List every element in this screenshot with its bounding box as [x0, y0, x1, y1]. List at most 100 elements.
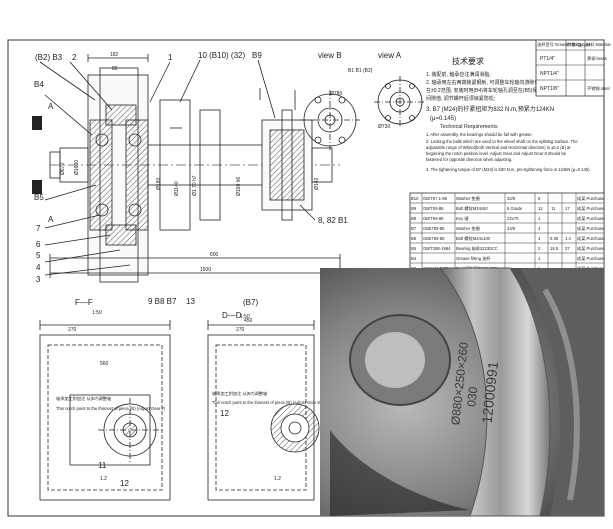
view-b-callout: B1 B1 (B2) [348, 68, 373, 74]
table-header: 数量 Qty. [567, 41, 584, 48]
callout-label: 6 [36, 240, 41, 249]
callout-label: 2 [72, 53, 77, 62]
callout-label: (B2) B3 [35, 53, 63, 62]
callout-label: 12 [120, 479, 129, 488]
dimension-label: Ø142 [314, 178, 320, 190]
table-cell: B5 [411, 246, 417, 251]
table-cell: B6 [411, 236, 417, 241]
callout-label: A [48, 102, 54, 111]
section-dd-note-cn: 轴承加工附加注 从(B7)调整轴 [212, 390, 267, 397]
table-cell: Grease fitting 油杯 [456, 255, 491, 262]
grease-fitting-icon [32, 116, 42, 130]
table-cell: GB5783-86 [423, 226, 445, 231]
table-cell: B7 [411, 226, 417, 231]
callout-label: 4 [36, 263, 41, 272]
callout-label: 3 [36, 275, 41, 284]
table-cell: B8 [411, 216, 417, 221]
dimension-label: Ø160 h6 [236, 177, 242, 196]
table-cell: PT1/4" [540, 56, 555, 62]
requirement-line-cn: (μ=0.145) [430, 116, 456, 122]
product-photo [320, 267, 604, 517]
table-cell: 4 [538, 226, 541, 231]
table-cell: 8 [538, 196, 541, 201]
table-cell: 17 [565, 206, 570, 211]
dimension-label: 450 [244, 318, 253, 324]
table-cell: 18.5 [550, 246, 559, 251]
callout-labels: (B2) B3 2 1 10 (B10) (32) B9 B4 A A B5 7… [34, 51, 348, 488]
dimension-label: 560 [100, 361, 109, 367]
dimension-label: Ø1 70 h7 [192, 175, 198, 196]
table-cell: GB/T288-1994 [423, 246, 451, 251]
stamp-line: 030 [464, 386, 480, 408]
table-cell: 黄铜 brass [587, 55, 607, 62]
table-cell: 11 [551, 206, 556, 211]
table-cell: 不锈钢 steel [587, 85, 610, 92]
section-f-f [39, 320, 171, 501]
callout-label: 9 B8 B7 [148, 297, 177, 306]
section-ff-title: F—F [75, 298, 93, 307]
table-cell: 成某 Purchase [577, 225, 605, 232]
table-cell: 成某 Purchase [577, 205, 605, 212]
dimension-label: Ø1600 [74, 160, 80, 175]
table-cell: 成某 Purchase [577, 245, 605, 252]
dimension-label: Ø780 [330, 91, 342, 97]
table-cell: GB/T97.1-86 [423, 196, 448, 201]
table-cell: B9 [411, 206, 417, 211]
section-dd-scale: 1:50 [240, 314, 250, 320]
callout-label: 1 [168, 53, 173, 62]
stamp-line: 12000991 [479, 360, 501, 424]
table-cell: GB/T93-86 [423, 206, 444, 211]
dimension-label: 1.2 [274, 476, 281, 482]
table-cell: GB5783-86 [423, 236, 445, 241]
callout-label: (B7) [243, 298, 258, 307]
section-dd-note-en: This notch point to the thinnest of piec… [212, 400, 322, 405]
table-cell: B10 [411, 196, 419, 201]
table-cell: Bolt 螺栓M24x100 [456, 235, 491, 242]
callout-label: 8, 82 B1 [318, 216, 348, 225]
table-cell: NPT1/4" [540, 71, 559, 77]
table-cell: 1 [538, 216, 541, 221]
requirement-line-cn: 1. 装配前, 轴承应注满润滑脂; [426, 71, 491, 78]
table-cell: NPT1/8" [540, 86, 559, 92]
dimension-label: 600 [210, 252, 219, 258]
parts-list-table: B10 GB/T97.1-86 Washer 垫圈 32/8 8 成某 Purc… [409, 192, 605, 274]
requirements-title-en: Technical Requirements [440, 124, 498, 130]
table-cell: 1.4 [565, 236, 571, 241]
table-header: 油杯型号 Grease Fitting type [537, 41, 591, 48]
dimension-label: Ø670 [60, 163, 66, 175]
requirement-line-cn: 2. 轴承用左右两端锁紧钢板, 可调整车轮轴向游隙使其间距 [426, 79, 554, 86]
requirement-line-cn: 在±0.2范围, 安装时用(B4)将车轮轴孔调至在(B5)保持的 [426, 87, 547, 94]
dimension-label: 270 [68, 327, 77, 333]
callout-label: 11 [98, 461, 107, 470]
requirement-line-en: 2. Locking the balls which are used to t… [426, 139, 578, 144]
callout-label: B5 [34, 193, 44, 202]
table-cell: 22x70 [507, 216, 519, 221]
table-cell: 12 [538, 206, 543, 211]
requirement-line-en: adjustable range of Wheel(both Vertical … [426, 145, 571, 150]
grease-fitting-table: 油杯型号 Grease Fitting type 数量 Qty. 材料 Mate… [535, 39, 611, 97]
dimension-label: 270 [236, 327, 245, 333]
view-a-title: view A [378, 51, 402, 60]
table-cell: 成某 Purchase [577, 215, 605, 222]
table-cell: Bolt 螺栓M24x50 [456, 205, 488, 212]
callout-label: 5 [36, 251, 41, 260]
requirements-title-cn: 技术要求 [452, 56, 484, 66]
dimension-label: Ø1140 [174, 181, 180, 196]
table-cell: Key 键 [456, 215, 469, 222]
table-cell: 32/8 [507, 196, 516, 201]
callout-label: 13 [186, 297, 195, 306]
table-cell: Washer 垫圈 [456, 225, 480, 232]
section-ff-note-cn: 轴承加工附加注 从(B7)调整轴 [56, 395, 111, 402]
table-cell: 成某 Purchase [577, 235, 605, 242]
table-cell: Washer 垫圈 [456, 195, 480, 202]
dimension-label: Ø730 [378, 124, 390, 130]
section-d-d [207, 320, 320, 501]
view-b-title: view B [318, 51, 342, 60]
table-cell: 4 [538, 236, 541, 241]
view-b [300, 90, 360, 150]
table-cell: 1 [538, 256, 541, 261]
callout-label: 12 [220, 409, 229, 418]
requirement-line-en: beginning the notch position level. Adju… [426, 151, 567, 156]
callout-label: B4 [34, 80, 44, 89]
